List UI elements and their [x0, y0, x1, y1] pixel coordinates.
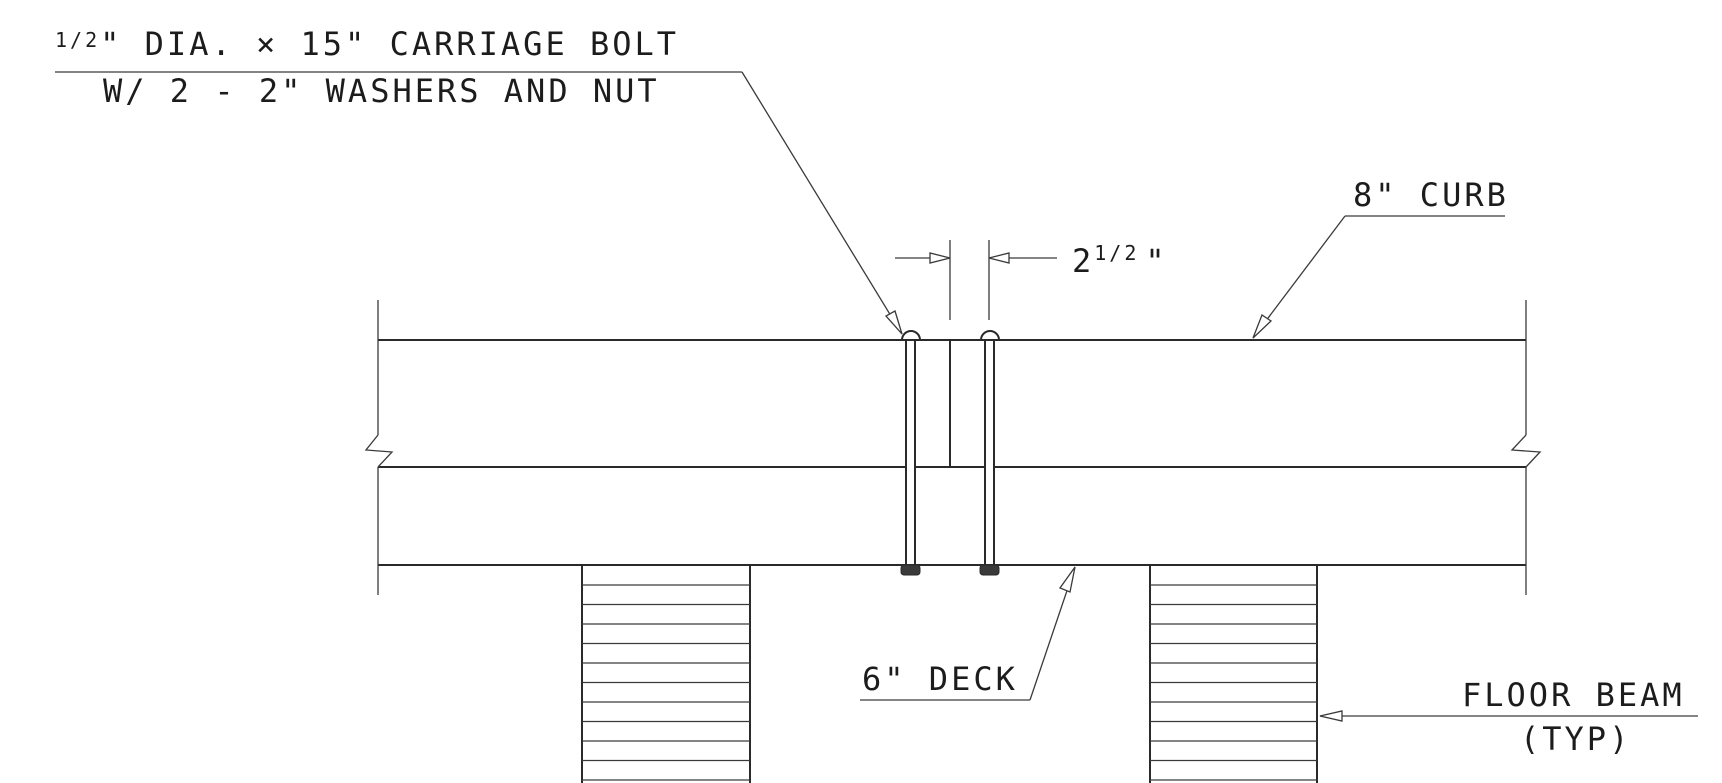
bolt-description: " DIA. × 15" CARRIAGE BOLT — [100, 25, 679, 63]
curb-label: 8" CURB — [1353, 176, 1509, 214]
bolt-callout-line2: W/ 2 - 2" WASHERS AND NUT — [103, 72, 660, 110]
floor-beam-label: FLOOR BEAM — [1462, 676, 1685, 714]
spacing-dimension-label: 21/2" — [1072, 241, 1168, 280]
bolt-callout-line1: 1/2" DIA. × 15" CARRIAGE BOLT — [55, 25, 679, 63]
floor-beam-typ-label: (TYP) — [1520, 720, 1631, 758]
carriage-bolt-right — [979, 330, 1001, 576]
spacing-unit: " — [1145, 242, 1167, 280]
deck-label: 6" DECK — [862, 660, 1018, 698]
spacing-whole: 2 — [1072, 242, 1094, 280]
spacing-fraction: 1/2 — [1094, 241, 1139, 265]
floor-beam-callout-leader — [1319, 710, 1698, 722]
bolt-spacing-dimension — [895, 240, 1057, 320]
floor-beam-left — [581, 565, 751, 783]
carriage-bolt-left — [900, 330, 922, 576]
floor-beam-right — [1149, 565, 1318, 783]
curb-and-deck-section — [364, 300, 1542, 595]
bolt-callout-leader — [55, 71, 903, 335]
bolt-fraction: 1/2 — [55, 28, 100, 52]
curb-callout-leader — [1252, 215, 1505, 339]
deck-callout-leader — [860, 566, 1076, 701]
